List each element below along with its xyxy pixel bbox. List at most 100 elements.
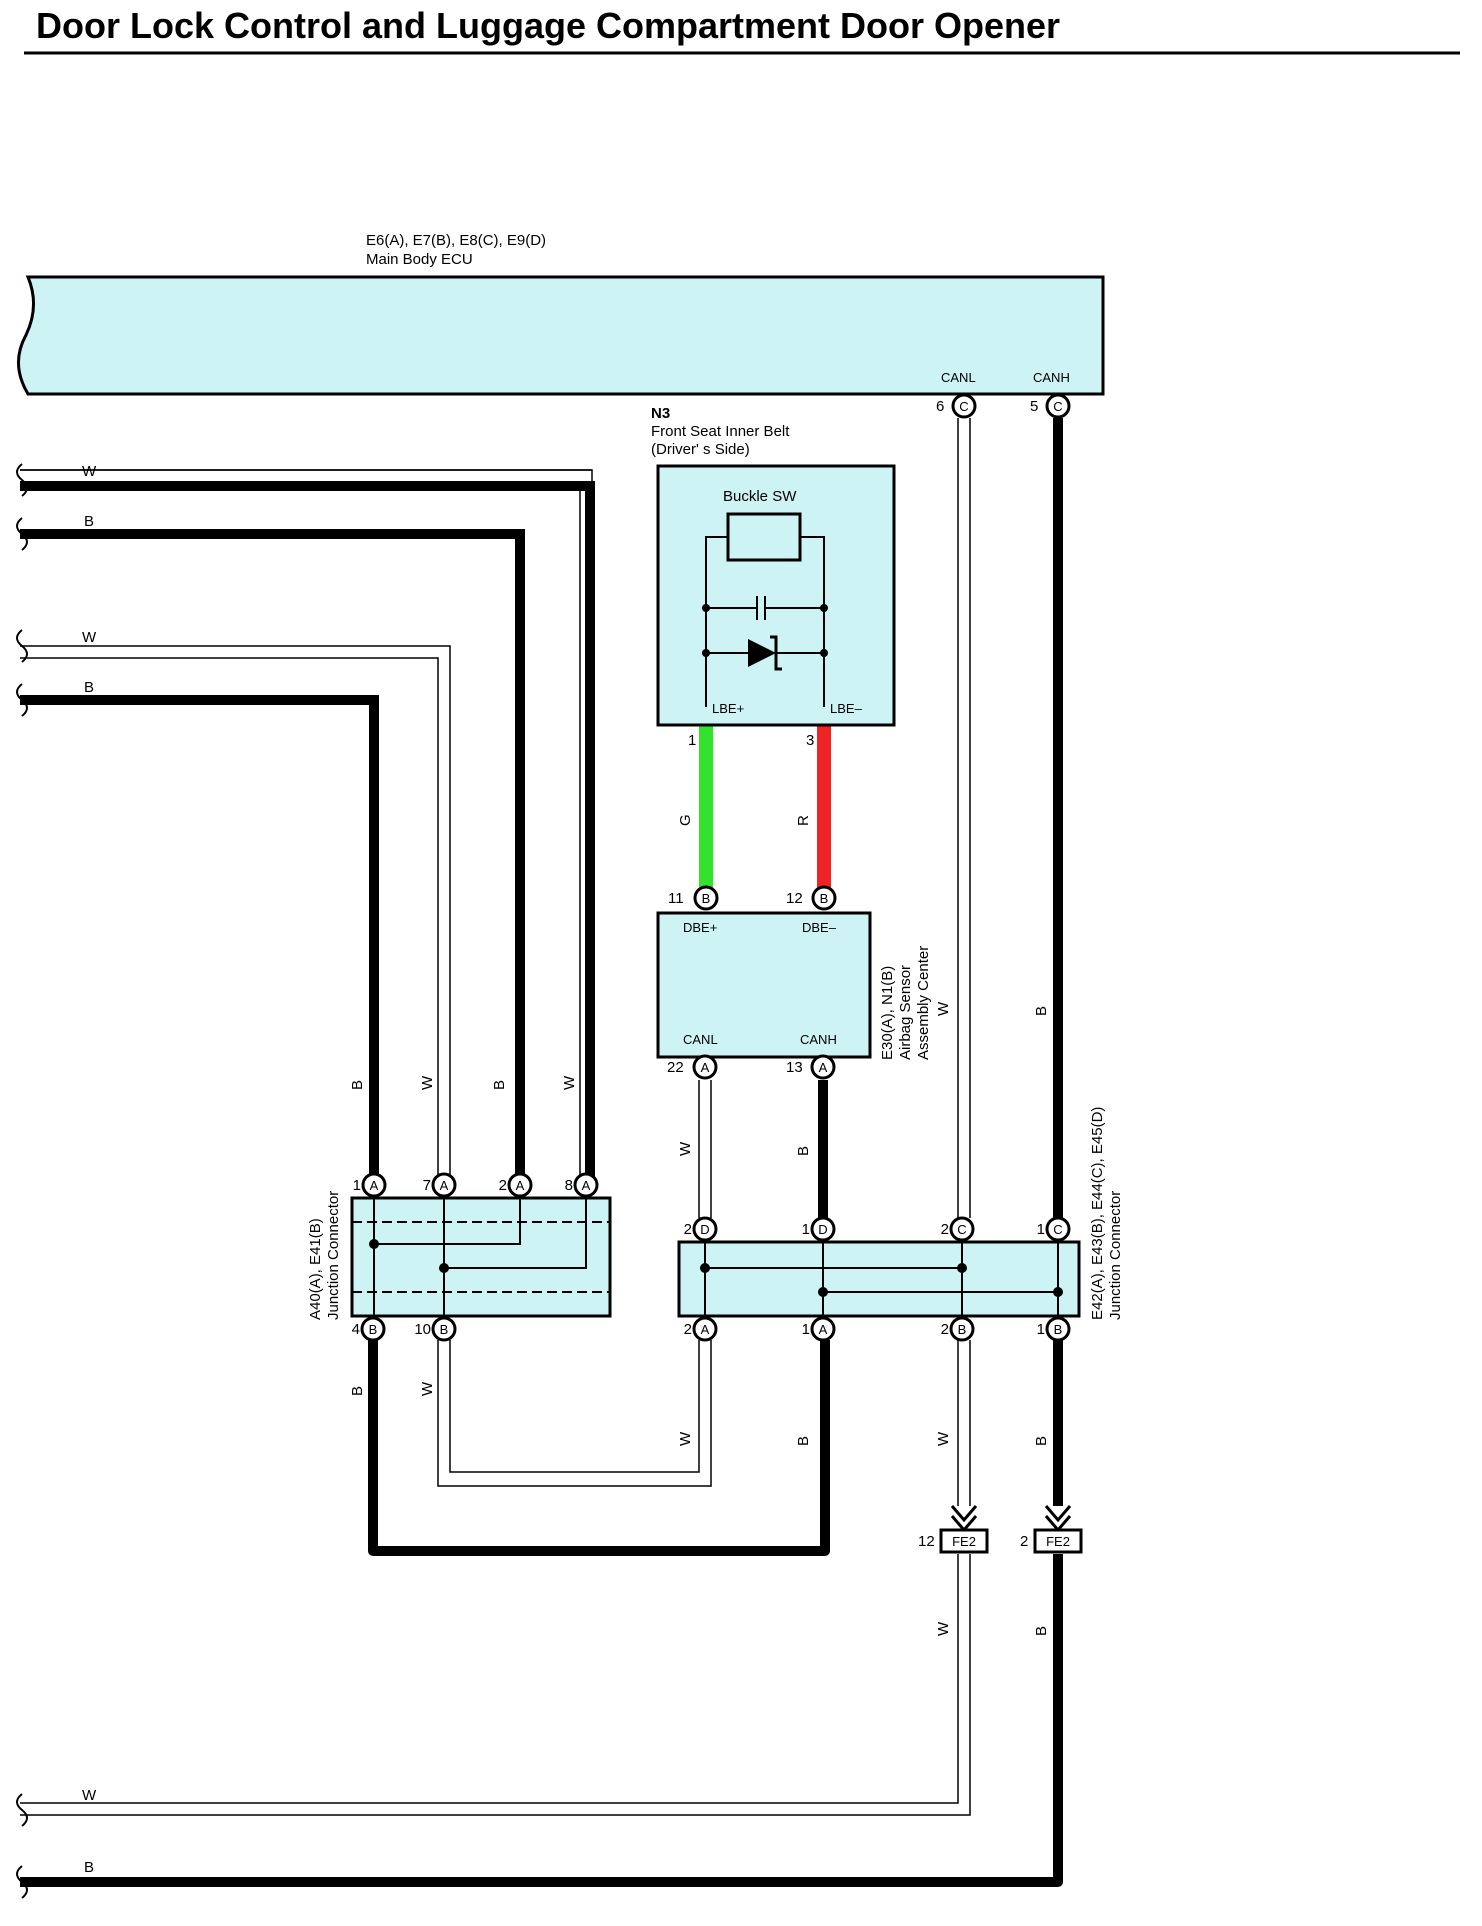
wire-label: B bbox=[1033, 1436, 1050, 1446]
jc-right-box bbox=[677, 1240, 1081, 1318]
airbag-name-1: Airbag Sensor bbox=[897, 965, 914, 1060]
main-ecu-name: Main Body ECU bbox=[366, 251, 473, 268]
jc-left-name: Junction Connector bbox=[325, 1191, 342, 1320]
svg-text:A: A bbox=[582, 1178, 591, 1193]
front-seat-inner-belt: N3 Front Seat Inner Belt (Driver' s Side… bbox=[651, 405, 896, 749]
svg-text:C: C bbox=[959, 399, 968, 414]
connector-pin: A1 bbox=[802, 1316, 836, 1342]
svg-text:C: C bbox=[1053, 399, 1062, 414]
wires bbox=[20, 418, 1063, 1887]
lbe-pos-label: LBE+ bbox=[712, 701, 744, 716]
fe2-connectors: FE2 12 FE2 2 bbox=[918, 1505, 1083, 1554]
wire-label: W bbox=[935, 1001, 952, 1016]
svg-text:B: B bbox=[702, 891, 711, 906]
belt-name-2: (Driver' s Side) bbox=[651, 441, 750, 458]
pin-number: 2 bbox=[684, 1321, 692, 1338]
wire-label: B bbox=[795, 1436, 812, 1446]
svg-text:C: C bbox=[957, 1222, 966, 1237]
fe2-label: FE2 bbox=[1046, 1534, 1070, 1549]
wire-label: W bbox=[82, 1787, 97, 1804]
connector-pin: A2 bbox=[684, 1316, 718, 1342]
wire-label: W bbox=[82, 629, 97, 646]
connector-pins: C 6 C 5 B 11 B 12 A 22 A 13 bbox=[667, 393, 1071, 1080]
svg-text:13: 13 bbox=[786, 1059, 803, 1076]
pin-number: 1 bbox=[1037, 1321, 1045, 1338]
airbag-code: E30(A), N1(B) bbox=[879, 966, 896, 1060]
connector-pin: A7 bbox=[423, 1172, 457, 1198]
svg-text:A: A bbox=[440, 1178, 449, 1193]
connector-pin: B10 bbox=[414, 1316, 457, 1342]
connector-pin: C 5 bbox=[1030, 393, 1071, 419]
belt-name-1: Front Seat Inner Belt bbox=[651, 423, 790, 440]
jc-left-box bbox=[350, 1196, 612, 1318]
dbe-neg-label: DBE– bbox=[802, 920, 837, 935]
svg-text:A: A bbox=[516, 1178, 525, 1193]
wire-b-left-2 bbox=[20, 529, 525, 1178]
svg-text:B: B bbox=[1054, 1322, 1063, 1337]
wire-label: W bbox=[935, 1621, 952, 1636]
wire-label: R bbox=[795, 815, 812, 826]
fe2-label: FE2 bbox=[952, 1534, 976, 1549]
svg-text:D: D bbox=[700, 1222, 709, 1237]
pin-number: 3 bbox=[806, 732, 814, 749]
fe2-box bbox=[939, 1528, 989, 1554]
buckle-sw-label: Buckle SW bbox=[723, 488, 797, 505]
wire-label: B bbox=[1033, 1626, 1050, 1636]
fe2-box bbox=[1033, 1528, 1083, 1554]
connector-pin: C2 bbox=[941, 1216, 975, 1242]
wire-label: G bbox=[677, 814, 694, 826]
svg-text:22: 22 bbox=[667, 1059, 684, 1076]
wire-label: W bbox=[677, 1431, 694, 1446]
belt-box bbox=[656, 464, 896, 727]
svg-text:A: A bbox=[701, 1322, 710, 1337]
connector-pin: B 12 bbox=[786, 885, 837, 911]
wire-label: B bbox=[795, 1146, 812, 1156]
pin-number: 8 bbox=[565, 1177, 573, 1194]
svg-text:A: A bbox=[370, 1178, 379, 1193]
svg-text:B: B bbox=[440, 1322, 449, 1337]
pin-number: 4 bbox=[352, 1321, 360, 1338]
ecu-canl-label: CANL bbox=[941, 370, 976, 385]
wire-label: B bbox=[84, 513, 94, 530]
jc-right-code: E42(A), E43(B), E44(C), E45(D) bbox=[1089, 1107, 1106, 1320]
wire-label: B bbox=[349, 1080, 366, 1090]
arrow-down-icon bbox=[1044, 1505, 1072, 1533]
connector-pin: B2 bbox=[941, 1316, 975, 1342]
connector-pin: D1 bbox=[802, 1216, 836, 1242]
connector-pin: D2 bbox=[684, 1216, 718, 1242]
ecu-canh-label: CANH bbox=[1033, 370, 1070, 385]
connector-pin: A 13 bbox=[786, 1054, 836, 1080]
wire-label: B bbox=[491, 1080, 508, 1090]
zener-diode-symbol bbox=[748, 639, 776, 667]
jc-right-name: Junction Connector bbox=[1107, 1191, 1124, 1320]
page-title: Door Lock Control and Luggage Compartmen… bbox=[36, 5, 1060, 46]
wire-break-marks bbox=[16, 463, 28, 1899]
wire-label: W bbox=[561, 1075, 578, 1090]
pin-number: 2 bbox=[941, 1321, 949, 1338]
svg-text:6: 6 bbox=[936, 398, 944, 415]
connector-pin: B4 bbox=[352, 1316, 386, 1342]
belt-code: N3 bbox=[651, 405, 670, 422]
pin-number: 2 bbox=[941, 1221, 949, 1238]
svg-text:C: C bbox=[1053, 1222, 1062, 1237]
svg-text:A: A bbox=[701, 1060, 710, 1075]
pin-number: 1 bbox=[802, 1221, 810, 1238]
svg-text:B: B bbox=[820, 891, 829, 906]
svg-text:B: B bbox=[369, 1322, 378, 1337]
pin-number: 1 bbox=[1037, 1221, 1045, 1238]
pin-number: 1 bbox=[802, 1321, 810, 1338]
airbag-name-2: Assembly Center bbox=[915, 946, 932, 1060]
svg-text:11: 11 bbox=[668, 890, 684, 907]
pin-number: 7 bbox=[423, 1177, 431, 1194]
buckle-switch-symbol bbox=[726, 512, 802, 562]
wire-labels: W B W B W B B W B W G R W B W B B W W B … bbox=[82, 463, 1050, 1876]
wire-label: B bbox=[349, 1386, 366, 1396]
svg-text:5: 5 bbox=[1030, 398, 1038, 415]
wire-label: B bbox=[84, 679, 94, 696]
wire-label: W bbox=[419, 1075, 436, 1090]
